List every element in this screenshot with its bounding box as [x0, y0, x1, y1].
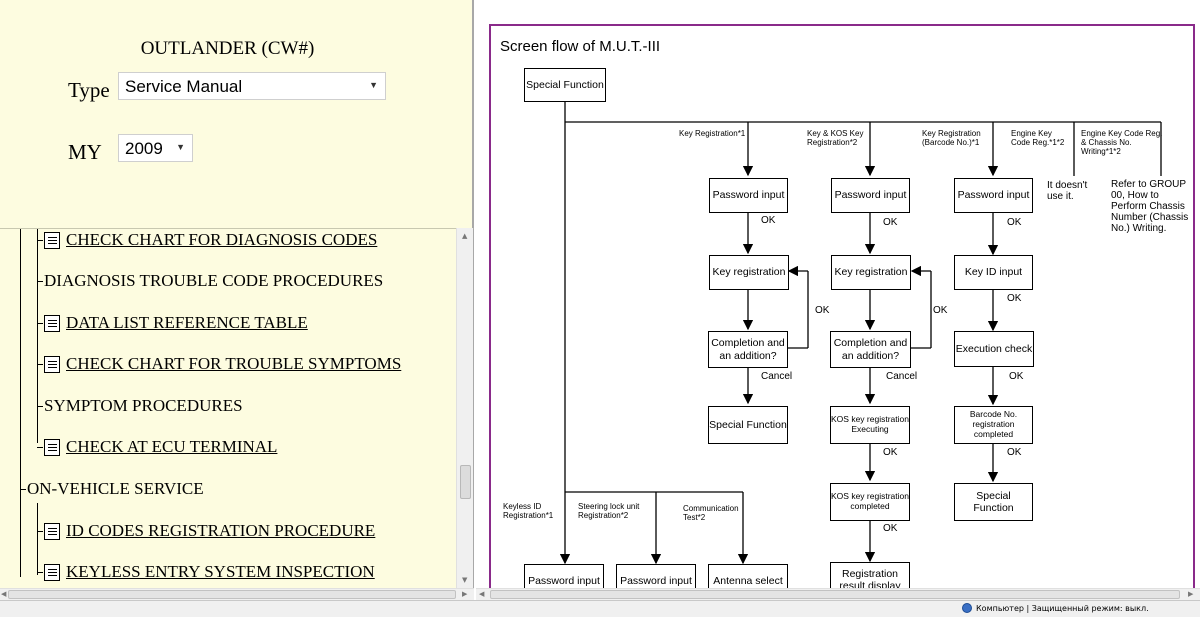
navigation-tree: CHECK CHART FOR DIAGNOSIS CODES DIAGNOSI… — [0, 228, 474, 588]
tree-item-on-vehicle-service[interactable]: ON-VEHICLE SERVICE — [20, 477, 204, 501]
scroll-right-icon[interactable]: ▶ — [462, 590, 468, 598]
cancel-label: Cancel — [886, 371, 918, 382]
kos-key-registration-label: Key & KOS Key Registration*2 — [807, 129, 864, 147]
password-input-box: Password input — [954, 178, 1033, 213]
tree-item-keyless-entry-inspection[interactable]: KEYLESS ENTRY SYSTEM INSPECTION — [37, 560, 375, 584]
not-used-note: It doesn't use it. — [1047, 180, 1088, 202]
status-text: Компьютер | Защищенный режим: выкл. — [976, 603, 1149, 613]
globe-icon — [962, 603, 972, 613]
completion-box: Completion and an addition? — [708, 331, 788, 368]
password-input-box: Password input — [709, 178, 788, 213]
communication-test-label: Communication Test*2 — [683, 504, 739, 522]
password-input-box: Password input — [831, 178, 910, 213]
flow-diagram: Screen flow of M.U.T.-III — [489, 24, 1195, 588]
ok-label: OK — [1009, 371, 1024, 382]
tree-connector — [37, 503, 38, 575]
ok-label: OK — [815, 305, 830, 316]
completion-box: Completion and an addition? — [830, 331, 911, 368]
tree-item-diagnosis-trouble-code-procedures[interactable]: DIAGNOSIS TROUBLE CODE PROCEDURES — [37, 269, 383, 293]
tree-item-label: DIAGNOSIS TROUBLE CODE PROCEDURES — [44, 271, 384, 290]
status-zone: Компьютер | Защищенный режим: выкл. — [962, 603, 1149, 613]
special-function-box: Special Function — [954, 483, 1033, 521]
tree-item-data-list-reference-table[interactable]: DATA LIST REFERENCE TABLE — [37, 311, 308, 335]
tree-item-check-chart-trouble-symptoms[interactable]: CHECK CHART FOR TROUBLE SYMPTOMS — [37, 352, 401, 376]
tree-item-check-chart-diagnosis-codes[interactable]: CHECK CHART FOR DIAGNOSIS CODES — [37, 229, 378, 252]
ok-label: OK — [1007, 293, 1022, 304]
status-bar: Компьютер | Защищенный режим: выкл. — [0, 600, 1200, 617]
tree-item-label: ON-VEHICLE SERVICE — [27, 479, 204, 498]
type-select-value: Service Manual — [125, 77, 243, 96]
ok-label: OK — [883, 447, 898, 458]
refer-to-note: Refer to GROUP 00, How to Perform Chassi… — [1111, 179, 1189, 234]
ok-label: OK — [761, 215, 776, 226]
kos-executing-box: KOS key registration Executing — [830, 406, 910, 444]
scroll-right-icon[interactable]: ▶ — [1188, 590, 1194, 598]
document-icon — [44, 563, 60, 581]
diagram-connectors — [559, 102, 1162, 565]
model-title: OUTLANDER (CW#) — [140, 38, 315, 59]
document-icon — [44, 438, 60, 456]
scroll-down-icon[interactable]: ▼ — [462, 576, 468, 584]
steering-lock-registration-label: Steering lock unit Registration*2 — [578, 502, 640, 520]
keyless-id-registration-label: Keyless ID Registration*1 — [503, 502, 554, 520]
tree-item-check-at-ecu-terminal[interactable]: CHECK AT ECU TERMINAL — [37, 435, 277, 459]
execution-check-box: Execution check — [954, 331, 1034, 367]
type-select[interactable]: Service Manual ▼ — [118, 72, 386, 100]
antenna-select-box: Antenna select — [708, 564, 788, 588]
ok-label: OK — [883, 217, 898, 228]
scrollbar-thumb[interactable] — [460, 465, 471, 499]
kos-completed-box: KOS key registration completed — [830, 483, 910, 521]
key-registration-box: Key registration — [831, 255, 911, 290]
tree-item-id-codes-registration[interactable]: ID CODES REGISTRATION PROCEDURE — [37, 519, 375, 543]
tree-horizontal-scrollbar[interactable]: ◀ ▶ — [0, 588, 474, 600]
tree-connector — [20, 229, 21, 577]
tree-item-label[interactable]: DATA LIST REFERENCE TABLE — [66, 313, 308, 332]
key-registration-barcode-label: Key Registration (Barcode No.)*1 — [922, 129, 981, 147]
password-input-box: Password input — [524, 564, 604, 588]
tree-item-label[interactable]: CHECK CHART FOR DIAGNOSIS CODES — [66, 230, 378, 249]
engine-key-code-reg-label: Engine Key Code Reg.*1*2 — [1011, 129, 1065, 147]
scroll-left-icon[interactable]: ◀ — [479, 590, 485, 598]
chevron-down-icon: ▼ — [176, 142, 185, 152]
ok-label: OK — [933, 305, 948, 316]
content-horizontal-scrollbar[interactable]: ◀ ▶ — [476, 588, 1200, 600]
ok-label: OK — [1007, 217, 1022, 228]
tree-item-label: SYMPTOM PROCEDURES — [44, 396, 243, 415]
tree-item-label[interactable]: CHECK AT ECU TERMINAL — [66, 437, 278, 456]
ok-label: OK — [883, 523, 898, 534]
document-icon — [44, 314, 60, 332]
tree-item-symptom-procedures[interactable]: SYMPTOM PROCEDURES — [37, 394, 243, 418]
my-select-value: 2009 — [125, 139, 163, 158]
scroll-up-icon[interactable]: ▲ — [462, 232, 468, 240]
model-selector-panel: OUTLANDER (CW#) Type Service Manual ▼ MY… — [0, 0, 474, 228]
tree-vertical-scrollbar[interactable]: ▲ ▼ — [456, 228, 473, 588]
chevron-down-icon: ▼ — [369, 80, 378, 90]
special-function-box: Special Function — [708, 406, 788, 444]
key-registration-label: Key Registration*1 — [679, 129, 746, 138]
registration-result-box: Registration result display — [830, 562, 910, 588]
document-icon — [44, 522, 60, 540]
document-icon — [44, 355, 60, 373]
key-id-input-box: Key ID input — [954, 255, 1033, 290]
my-label: MY — [68, 140, 102, 164]
scrollbar-thumb[interactable] — [490, 590, 1180, 599]
my-select[interactable]: 2009 ▼ — [118, 134, 193, 162]
document-icon — [44, 231, 60, 249]
password-input-box: Password input — [616, 564, 696, 588]
tree-item-label[interactable]: CHECK CHART FOR TROUBLE SYMPTOMS — [66, 354, 402, 373]
scrollbar-thumb[interactable] — [8, 590, 456, 599]
tree-connector — [37, 229, 38, 443]
key-registration-box: Key registration — [709, 255, 789, 290]
tree-item-label[interactable]: ID CODES REGISTRATION PROCEDURE — [66, 521, 376, 540]
type-label: Type — [68, 78, 110, 102]
engine-key-code-chassis-label: Engine Key Code Reg. & Chassis No. Writi… — [1081, 129, 1163, 156]
scroll-left-icon[interactable]: ◀ — [1, 590, 7, 598]
diagram-title: Screen flow of M.U.T.-III — [500, 38, 661, 55]
content-panel: Screen flow of M.U.T.-III — [476, 0, 1200, 588]
ok-label: OK — [1007, 447, 1022, 458]
cancel-label: Cancel — [761, 371, 793, 382]
tree-item-label[interactable]: KEYLESS ENTRY SYSTEM INSPECTION — [66, 562, 375, 581]
barcode-completed-box: Barcode No. registration completed — [954, 406, 1033, 444]
special-function-box: Special Function — [524, 68, 606, 102]
